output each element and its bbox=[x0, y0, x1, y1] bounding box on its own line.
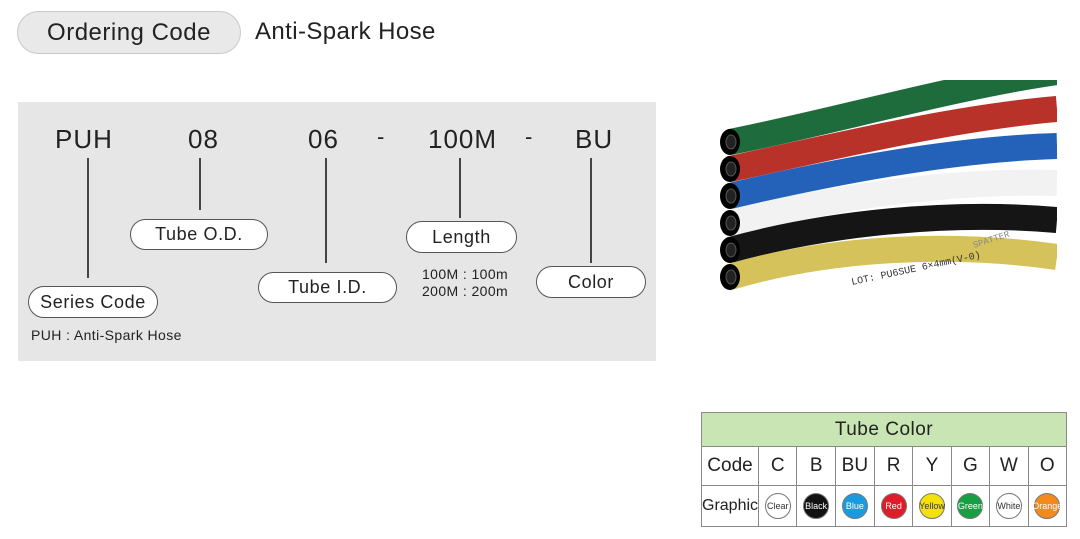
connector-line bbox=[199, 158, 201, 210]
code-separator: - bbox=[377, 124, 385, 149]
hose-tube bbox=[727, 96, 1057, 182]
tube-od-label: Tube O.D. bbox=[130, 219, 268, 250]
color-graphic-cell: Orange bbox=[1027, 485, 1068, 527]
color-graphic-cell: Clear bbox=[758, 485, 798, 527]
color-swatch-black: Black bbox=[803, 493, 830, 519]
color-code-cell: B bbox=[796, 446, 836, 486]
ordering-code-title: Ordering Code bbox=[17, 11, 241, 54]
hose-tube bbox=[727, 133, 1057, 209]
product-name: Anti-Spark Hose bbox=[255, 18, 436, 45]
graphic-row-label: Graphic bbox=[700, 485, 760, 527]
hose-bore bbox=[725, 161, 737, 177]
color-code-cell: O bbox=[1027, 446, 1068, 486]
color-swatch-clear: Clear bbox=[764, 493, 791, 519]
hose-tube bbox=[726, 235, 1057, 290]
connector-line bbox=[87, 158, 89, 278]
color-swatch-yellow: Yellow bbox=[919, 493, 945, 519]
connector-line bbox=[459, 158, 461, 218]
color-graphic-cell: Red bbox=[873, 485, 914, 527]
color-label: Color bbox=[536, 266, 646, 298]
hose-bore bbox=[725, 134, 737, 150]
tube-id-label: Tube I.D. bbox=[258, 272, 397, 303]
color-code-cell: BU bbox=[834, 446, 875, 486]
color-code-cell: Y bbox=[912, 446, 952, 486]
color-swatch-white: White bbox=[995, 493, 1022, 519]
color-code-cell: C bbox=[758, 446, 798, 486]
connector-line bbox=[325, 158, 327, 263]
color-swatch-red: Red bbox=[880, 493, 907, 519]
color-graphic-cell: Yellow bbox=[912, 485, 952, 527]
color-graphic-cell: Green bbox=[950, 485, 991, 527]
hose-tube bbox=[726, 203, 1057, 263]
code-segment-id: 06 bbox=[308, 124, 339, 154]
hose-bore bbox=[725, 242, 737, 258]
code-segment-od: 08 bbox=[188, 124, 219, 154]
color-code-cell: G bbox=[950, 446, 991, 486]
color-code-cell: R bbox=[873, 446, 914, 486]
hose-tube bbox=[727, 80, 1057, 155]
length-note: 100M : 100m bbox=[422, 266, 509, 282]
color-graphic-cell: Blue bbox=[834, 485, 875, 527]
color-swatch-green: Green bbox=[957, 493, 984, 519]
color-swatch-orange: Orange bbox=[1032, 493, 1062, 519]
tube-color-title: Tube Color bbox=[701, 412, 1067, 447]
hose-bore bbox=[725, 269, 737, 285]
code-segment-series: PUH bbox=[55, 124, 113, 154]
code-row-label: Code bbox=[700, 446, 760, 486]
length-label: Length bbox=[406, 221, 517, 253]
color-graphic-cell: White bbox=[989, 485, 1029, 527]
series-code-label: Series Code bbox=[28, 286, 158, 318]
code-segment-length: 100M bbox=[428, 124, 498, 154]
hose-bore bbox=[725, 215, 737, 231]
series-note: PUH : Anti-Spark Hose bbox=[31, 327, 182, 343]
color-code-cell: W bbox=[989, 446, 1029, 486]
color-graphic-cell: Black bbox=[796, 485, 836, 527]
code-separator: - bbox=[525, 124, 533, 149]
color-swatch-blue: Blue bbox=[841, 493, 868, 519]
connector-line bbox=[590, 158, 592, 263]
code-segment-color: BU bbox=[575, 124, 614, 154]
hose-product-photo: LOT: PU6SUE 6×4mm(V-0)SPATTER bbox=[720, 80, 1057, 290]
hose-tube bbox=[726, 169, 1057, 236]
hose-bore bbox=[725, 188, 737, 204]
length-note: 200M : 200m bbox=[422, 283, 509, 299]
